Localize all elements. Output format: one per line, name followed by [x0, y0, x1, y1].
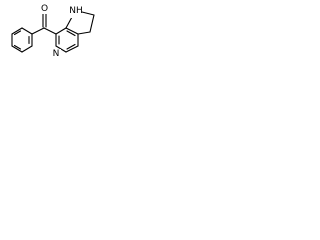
- bond: [55, 27, 67, 35]
- bond: [21, 27, 33, 35]
- chemical-structure: O N NH: [11, 4, 95, 60]
- oxygen-label: O: [41, 4, 48, 14]
- bond: [11, 45, 23, 53]
- pyrrole-nh-label: NH: [69, 6, 83, 16]
- carbonyl-group: O: [31, 4, 57, 35]
- bond: [65, 16, 73, 29]
- pyrroline-ring: NH: [65, 6, 95, 35]
- double-bond-inner: [13, 44, 22, 50]
- bond: [43, 27, 57, 35]
- double-bond-inner: [13, 30, 22, 36]
- bond: [65, 27, 79, 35]
- bond: [89, 14, 95, 33]
- bond: [65, 45, 79, 53]
- bond: [11, 27, 23, 35]
- double-bond-inner: [66, 43, 76, 50]
- bond: [31, 27, 45, 35]
- bond: [77, 31, 91, 35]
- phenyl-ring: [11, 27, 33, 53]
- pyridine-nitrogen-label: N: [53, 49, 60, 59]
- bond: [21, 45, 33, 53]
- double-bond-inner: [66, 30, 76, 37]
- pyridine-ring: N: [51, 27, 79, 60]
- bond: [81, 11, 95, 16]
